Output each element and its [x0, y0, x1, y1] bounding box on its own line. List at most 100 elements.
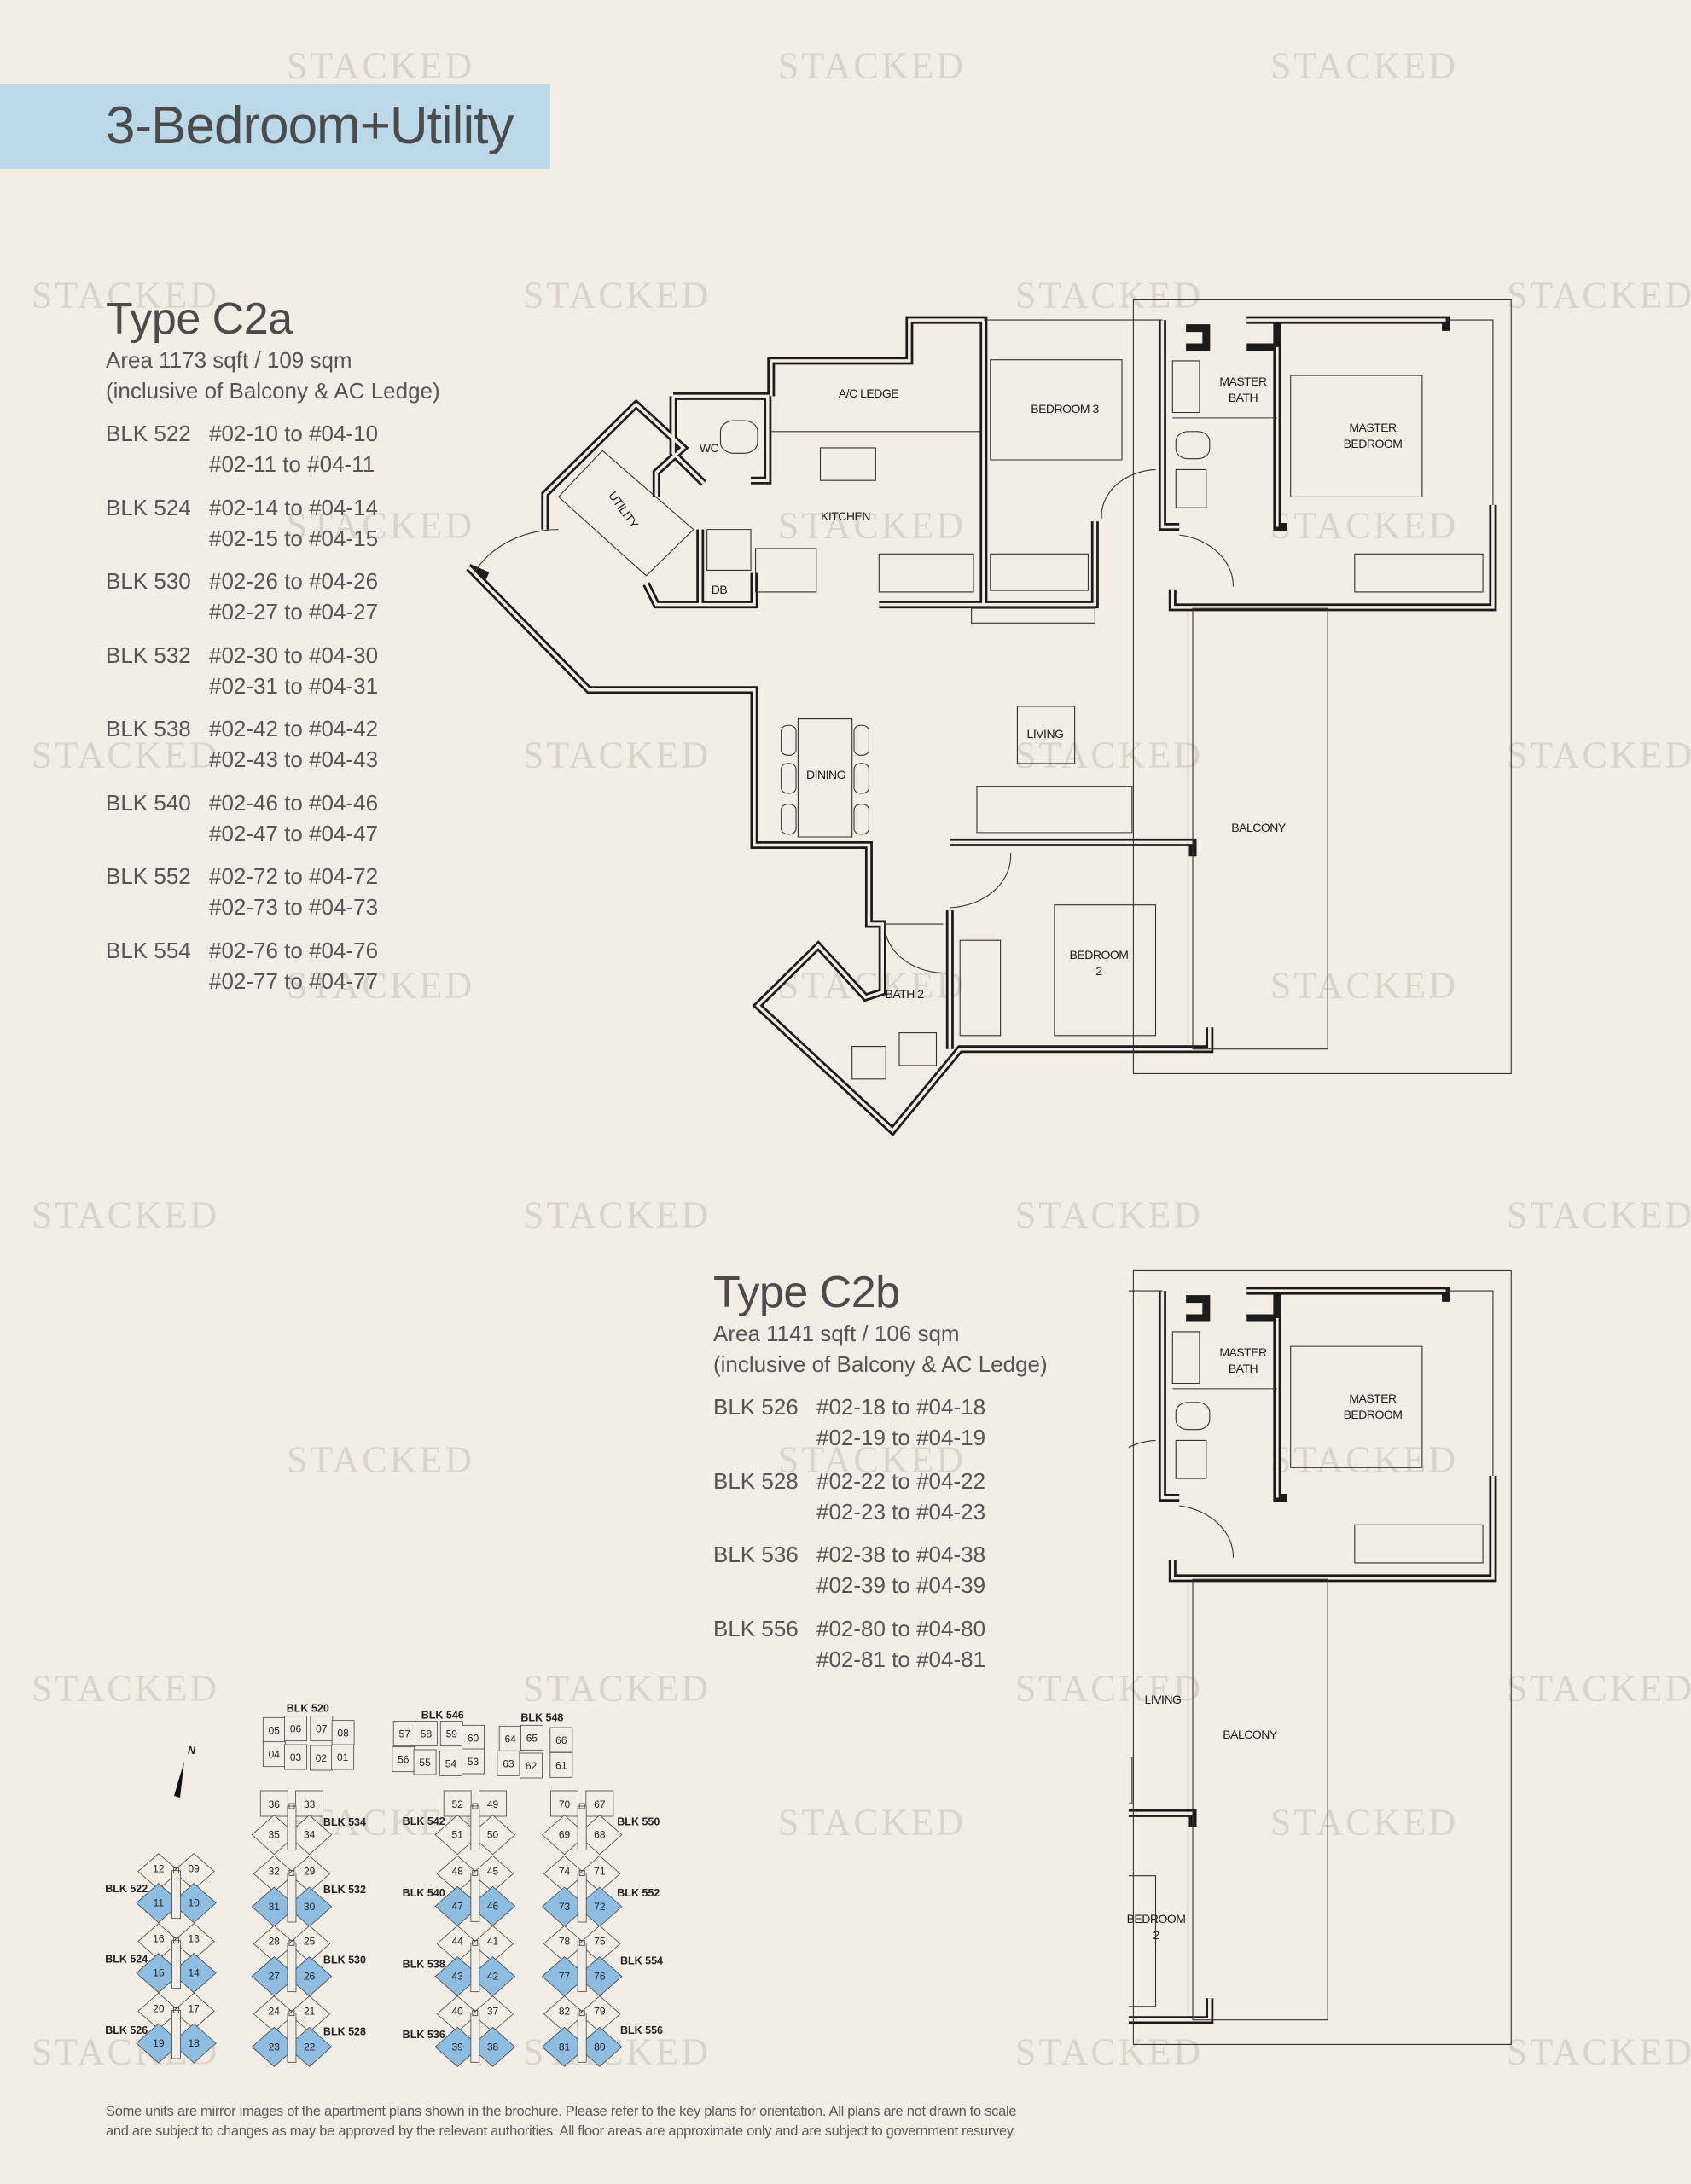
key-plan-unit-number: 76 — [594, 1971, 606, 1983]
key-plan-unit — [262, 1741, 286, 1768]
unit-group: BLK 540#02-46 to #04-46#02-47 to #04-47 — [106, 787, 440, 849]
key-plan-unit-number: 54 — [445, 1757, 457, 1769]
label-master-bath: MASTER — [1219, 1345, 1267, 1359]
label-utility: UTILITY — [606, 489, 642, 531]
key-plan-unit-number: 21 — [304, 2006, 316, 2018]
unit-range: #02-19 to #04-19 — [816, 1425, 986, 1450]
key-plan-unit — [331, 1744, 355, 1770]
watermark-text: STACKED — [31, 734, 220, 776]
key-plan-unit — [585, 1790, 614, 1817]
unit-group: BLK 536 #02-38 to #04-38#02-39 to #04-39 — [713, 1539, 1048, 1600]
lift-icon — [472, 1869, 479, 1876]
unit-range: #02-30 to #04-30 — [209, 642, 379, 668]
key-plan-unit-number: 59 — [446, 1728, 458, 1740]
key-plan-block-label: BLK 550 — [617, 1815, 660, 1827]
key-plan-unit-number: 16 — [153, 1933, 165, 1945]
key-plan-unit — [295, 1790, 324, 1817]
key-plan-block-label: BLK 534 — [323, 1816, 366, 1828]
key-plan-unit — [479, 1790, 507, 1817]
furniture — [707, 360, 1483, 1079]
unit-group: BLK 552#02-72 to #04-72#02-73 to #04-73 — [106, 861, 440, 922]
unit-ranges: #02-18 to #04-18#02-19 to #04-19 — [816, 1391, 985, 1453]
unit-range: #02-73 to #04-73 — [209, 894, 379, 920]
key-plan-unit-number: 06 — [290, 1723, 302, 1735]
unit-ranges: #02-38 to #04-38#02-39 to #04-39 — [816, 1539, 985, 1600]
watermark-text: STACKED — [1014, 2030, 1204, 2073]
disclaimer: Some units are mirror images of the apar… — [106, 2102, 1017, 2141]
key-plan-unit-number: 61 — [555, 1759, 567, 1771]
key-plan-unit-number: 74 — [559, 1865, 571, 1877]
unit-range: #02-23 to #04-23 — [816, 1498, 986, 1525]
unit-group: BLK 556#02-80 to #04-80#02-81 to #04-81 — [713, 1613, 1048, 1675]
watermark-text: STACKED — [1270, 1801, 1459, 1844]
lift-icon — [472, 1939, 479, 1946]
key-plan-block-label: BLK 552 — [617, 1887, 660, 1899]
unit-ranges: #02-80 to #04-80#02-81 to #04-81 — [816, 1613, 985, 1675]
label-balcony: BALCONY — [1231, 821, 1287, 834]
master-toilet — [1176, 432, 1210, 459]
watermark-text: STACKED — [31, 1194, 220, 1236]
block-number: BLK 536 — [713, 1542, 799, 1567]
key-plan-unit-number: 27 — [269, 1971, 281, 1983]
unit-range: #02-38 to #04-38 — [816, 1542, 986, 1567]
label-master-bath-2: BATH — [1229, 391, 1258, 404]
label-balcony: BALCONY — [1223, 1728, 1278, 1741]
wardrobe-master — [1355, 554, 1483, 592]
key-plan-unit-number: 43 — [452, 1971, 464, 1983]
unit-ranges: #02-22 to #04-22#02-23 to #04-23 — [816, 1466, 985, 1527]
key-plan-unit-number: 79 — [594, 2006, 606, 2018]
key-plan-unit-number: 53 — [468, 1756, 479, 1768]
key-plan-unit-number: 38 — [487, 2041, 499, 2053]
key-plan-unit-number: 35 — [269, 1829, 281, 1841]
key-plan-unit — [284, 1716, 307, 1742]
watermark-text: STACKED — [1270, 964, 1459, 1007]
key-plan-unit-number: 71 — [594, 1865, 606, 1877]
label-bedroom3: BEDROOM 3 — [1031, 402, 1099, 415]
type-area: Area 1141 sqft / 106 sqm — [713, 1321, 960, 1346]
watermark-text: STACKED — [31, 1667, 220, 1710]
key-plan-unit-number: 77 — [559, 1971, 571, 1983]
label-dining: DINING — [806, 768, 846, 781]
key-plan-core — [470, 1805, 480, 1851]
shower — [1172, 361, 1200, 413]
key-plan-unit-number: 22 — [304, 2041, 316, 2053]
key-plan-core — [287, 1872, 297, 1923]
unit-ranges: #02-72 to #04-72#02-73 to #04-73 — [209, 861, 378, 922]
lift-icon — [288, 1869, 295, 1876]
key-plan-unit-number: 37 — [487, 2006, 499, 2018]
key-plan-block-label: BLK 556 — [620, 2024, 663, 2036]
key-plan-unit-number: 07 — [316, 1723, 328, 1735]
block-number: BLK 522 — [106, 421, 191, 446]
label-bedroom2: BEDROOM — [1070, 948, 1129, 961]
label-db: DB — [712, 583, 728, 596]
unit-ranges: #02-10 to #04-10#02-11 to #04-11 — [209, 418, 378, 479]
watermark-text: STACKED — [777, 1801, 967, 1844]
unit-ranges: #02-46 to #04-46#02-47 to #04-47 — [209, 787, 378, 849]
key-plan-unit-number: 12 — [153, 1863, 165, 1875]
unit-range: #02-11 to #04-11 — [209, 451, 375, 477]
key-plan-unit-number: 60 — [468, 1732, 479, 1744]
key-plan-core — [287, 1942, 297, 1993]
lift-icon — [173, 1937, 179, 1944]
key-plan-unit-number: 39 — [452, 2041, 464, 2053]
unit-group: BLK 532#02-30 to #04-30#02-31 to #04-31 — [106, 640, 440, 701]
key-plan-unit-number: 65 — [526, 1732, 538, 1744]
key-plan-unit-number: 55 — [419, 1757, 431, 1769]
key-plan-core — [171, 1870, 181, 1920]
watermark-text: STACKED — [286, 964, 475, 1007]
key-plan-unit-number: 49 — [487, 1798, 499, 1810]
title-bar: 3-Bedroom+Utility — [0, 84, 550, 169]
key-plan-unit — [392, 1746, 415, 1773]
key-plan-unit-number: 73 — [559, 1901, 571, 1913]
key-plan-unit-number: 80 — [594, 2041, 606, 2053]
key-plan-block-label: BLK 540 — [403, 1887, 445, 1899]
key-plan-unit-number: 25 — [304, 1935, 316, 1947]
watermark-text: STACKED — [777, 504, 967, 547]
north-arrow-icon — [174, 1761, 184, 1798]
unit-group: BLK 538#02-42 to #04-42#02-43 to #04-43 — [106, 713, 440, 775]
key-plan-unit — [310, 1716, 334, 1742]
unit-group: BLK 522 #02-10 to #04-10#02-11 to #04-11 — [106, 418, 440, 479]
key-plan-unit — [392, 1721, 416, 1747]
